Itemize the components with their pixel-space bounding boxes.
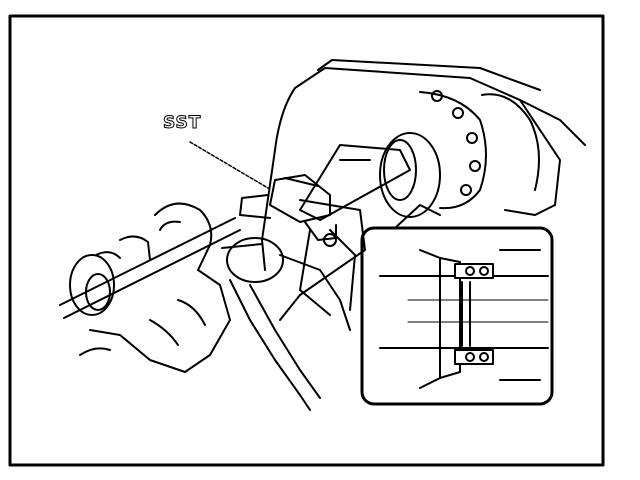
slide-hammer-icon [59, 217, 284, 319]
hand-icon [79, 202, 231, 373]
oil-seal-icon [454, 263, 494, 365]
illustration-border [8, 14, 605, 467]
sst-tool [239, 144, 411, 247]
sst-leader-line [189, 141, 269, 189]
sst-callout-label: SST [162, 113, 202, 134]
seal-detail-inset [360, 204, 554, 406]
transmission-housing [229, 59, 586, 411]
